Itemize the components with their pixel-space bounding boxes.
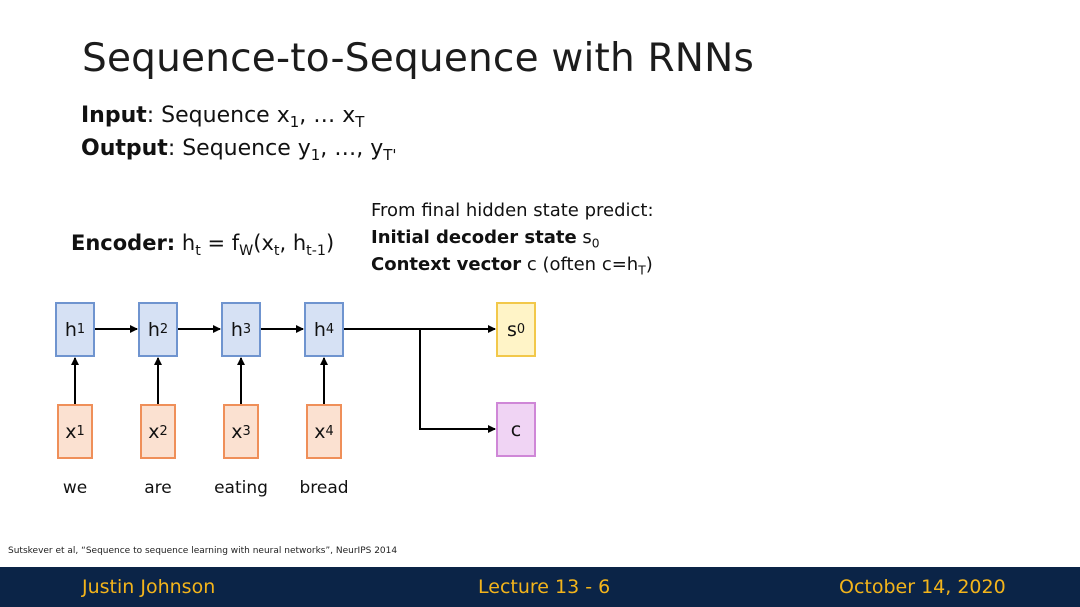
output-label: Output [81, 136, 168, 161]
footer-lecture: Lecture 13 - 6 [478, 576, 611, 598]
context-vector-c: c [496, 402, 536, 457]
slide-title: Sequence-to-Sequence with RNNs [82, 36, 755, 81]
citation: Sutskever et al, “Sequence to sequence l… [8, 546, 398, 556]
footer-date: October 14, 2020 [839, 576, 1006, 598]
word-are: are [144, 478, 172, 498]
predict-context-vector: Context vector c (often c=hT) [371, 254, 653, 278]
predict-decoder-state: Initial decoder state s0 [371, 227, 600, 251]
predict-heading: From final hidden state predict: [371, 200, 654, 221]
output-line: Output: Sequence y1, …, yT' [81, 136, 397, 165]
arrow-h4-c [419, 329, 496, 433]
encoder-label: Encoder: [71, 231, 176, 255]
word-eating: eating [214, 478, 268, 498]
footer-author: Justin Johnson [82, 576, 216, 598]
word-we: we [62, 478, 88, 498]
word-bread: bread [299, 478, 349, 498]
encoder-equation: Encoder: ht = fW(xt, ht-1) [71, 231, 335, 259]
input-line: Input: Sequence x1, … xT [81, 103, 365, 132]
input-label: Input [81, 103, 147, 128]
footer-bar: Justin Johnson Lecture 13 - 6 October 14… [0, 567, 1080, 607]
